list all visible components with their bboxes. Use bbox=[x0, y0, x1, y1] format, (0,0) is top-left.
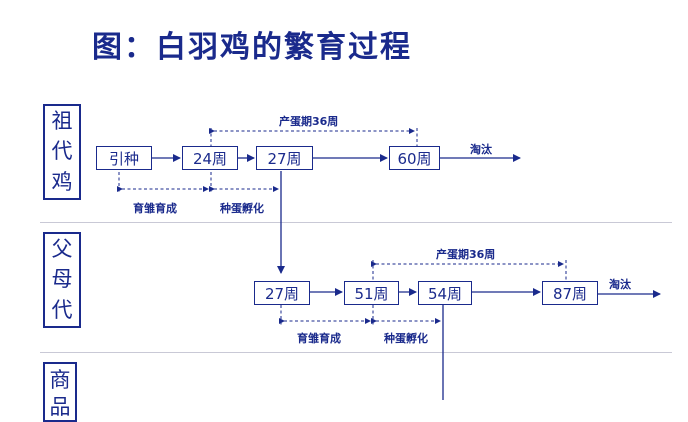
pp-rearing-label: 育雏育成 bbox=[297, 332, 341, 345]
page-title: 图：白羽鸡的繁育过程 bbox=[92, 30, 412, 65]
gp-rearing-label: 育雏育成 bbox=[133, 202, 177, 215]
row-label-char: 父 bbox=[51, 236, 73, 261]
row-label-char: 代 bbox=[51, 139, 73, 164]
pp-laying-label: 产蛋期36周 bbox=[436, 248, 496, 261]
gp-cull-label: 淘汰 bbox=[470, 143, 492, 156]
row-label-parent: 父 母 代 bbox=[43, 232, 81, 328]
gp-box-60-weeks: 60周 bbox=[389, 146, 440, 170]
row-separator bbox=[40, 352, 672, 353]
pp-box-54-weeks: 54周 bbox=[418, 281, 472, 305]
gp-box-intro: 引种 bbox=[96, 146, 152, 170]
row-label-char: 母 bbox=[51, 267, 73, 292]
row-label-char: 代 bbox=[51, 298, 73, 323]
row-separator bbox=[40, 222, 672, 223]
gp-hatching-label: 种蛋孵化 bbox=[220, 202, 264, 215]
pp-box-27-weeks: 27周 bbox=[254, 281, 310, 305]
row-label-char: 鸡 bbox=[51, 170, 73, 195]
row-label-char: 商 bbox=[49, 368, 71, 392]
gp-laying-label: 产蛋期36周 bbox=[279, 115, 339, 128]
gp-box-24-weeks: 24周 bbox=[182, 146, 238, 170]
pp-hatching-label: 种蛋孵化 bbox=[384, 332, 428, 345]
pp-box-51-weeks: 51周 bbox=[344, 281, 399, 305]
pp-box-87-weeks: 87周 bbox=[542, 281, 598, 305]
row-label-char: 祖 bbox=[51, 108, 73, 133]
gp-box-27-weeks: 27周 bbox=[256, 146, 313, 170]
connector-lines bbox=[117, 128, 661, 400]
pp-cull-label: 淘汰 bbox=[609, 278, 631, 291]
row-label-grandparent: 祖 代 鸡 bbox=[43, 104, 81, 200]
row-label-char: 品 bbox=[49, 395, 71, 419]
